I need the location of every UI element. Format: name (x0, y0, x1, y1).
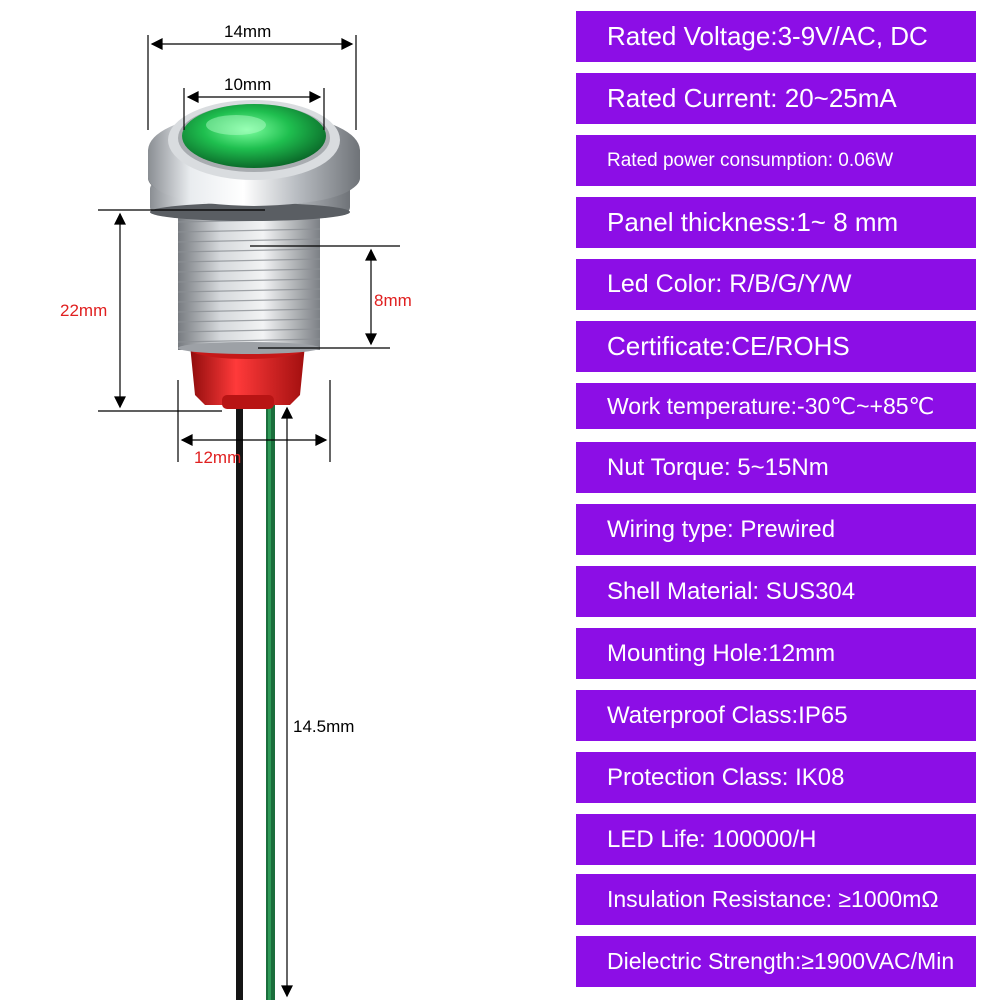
spec-text: Work temperature:-30℃~+85℃ (607, 392, 935, 419)
spec-text: Rated Current: 20~25mA (607, 83, 897, 113)
spec-rated-power: Rated power consumption: 0.06W (576, 135, 976, 186)
spec-shell-material: Shell Material: SUS304 (576, 566, 976, 617)
dim-lens-diameter: 10mm (224, 75, 271, 94)
spec-text: Rated Voltage:3-9V/AC, DC (607, 21, 928, 51)
spec-certificate: Certificate:CE/ROHS (576, 321, 976, 372)
spec-dielectric-strength: Dielectric Strength:≥1900VAC/Min (576, 936, 976, 987)
spec-rated-voltage: Rated Voltage:3-9V/AC, DC (576, 11, 976, 62)
spec-led-color: Led Color: R/B/G/Y/W (576, 259, 976, 310)
spec-nut-torque: Nut Torque: 5~15Nm (576, 442, 976, 493)
spec-panel-thickness: Panel thickness:1~ 8 mm (576, 197, 976, 248)
spec-work-temperature: Work temperature:-30℃~+85℃ (576, 383, 976, 429)
spec-text: Waterproof Class:IP65 (607, 701, 848, 729)
dim-thread-diameter: 12mm (194, 448, 241, 467)
spec-mounting-hole: Mounting Hole:12mm (576, 628, 976, 679)
spec-text: Rated power consumption: 0.06W (607, 149, 894, 171)
spec-waterproof-class: Waterproof Class:IP65 (576, 690, 976, 741)
spec-text: Wiring type: Prewired (607, 515, 836, 543)
spec-wiring-type: Wiring type: Prewired (576, 504, 976, 555)
wire-green (266, 395, 275, 1000)
led-lens (182, 104, 326, 168)
spec-rated-current: Rated Current: 20~25mA (576, 73, 976, 124)
dim-wire-length: 14.5mm (293, 717, 354, 736)
spec-text: Panel thickness:1~ 8 mm (607, 207, 899, 237)
spec-text: Led Color: R/B/G/Y/W (607, 270, 852, 298)
spec-text: Certificate:CE/ROHS (607, 331, 850, 361)
spec-text: Dielectric Strength:≥1900VAC/Min (607, 948, 955, 974)
spec-text: Protection Class: IK08 (607, 763, 845, 791)
dimension-lines (98, 35, 400, 998)
wire-black (236, 395, 243, 1000)
dim-thread-length: 8mm (374, 291, 412, 310)
spec-text: LED Life: 100000/H (607, 825, 817, 853)
dim-head-diameter: 14mm (224, 22, 271, 41)
spec-protection-class: Protection Class: IK08 (576, 752, 976, 803)
product-diagram: 14mm 10mm 22mm 8mm 12mm 14.5mm (60, 22, 412, 1000)
spec-led-life: LED Life: 100000/H (576, 814, 976, 865)
spec-text: Shell Material: SUS304 (607, 577, 856, 605)
spec-text: Insulation Resistance: ≥1000mΩ (607, 886, 939, 912)
threaded-body (177, 210, 321, 354)
spec-text: Mounting Hole:12mm (607, 639, 836, 667)
spec-insulation-resistance: Insulation Resistance: ≥1000mΩ (576, 874, 976, 925)
spec-text: Nut Torque: 5~15Nm (607, 453, 829, 481)
dim-body-length: 22mm (60, 301, 107, 320)
